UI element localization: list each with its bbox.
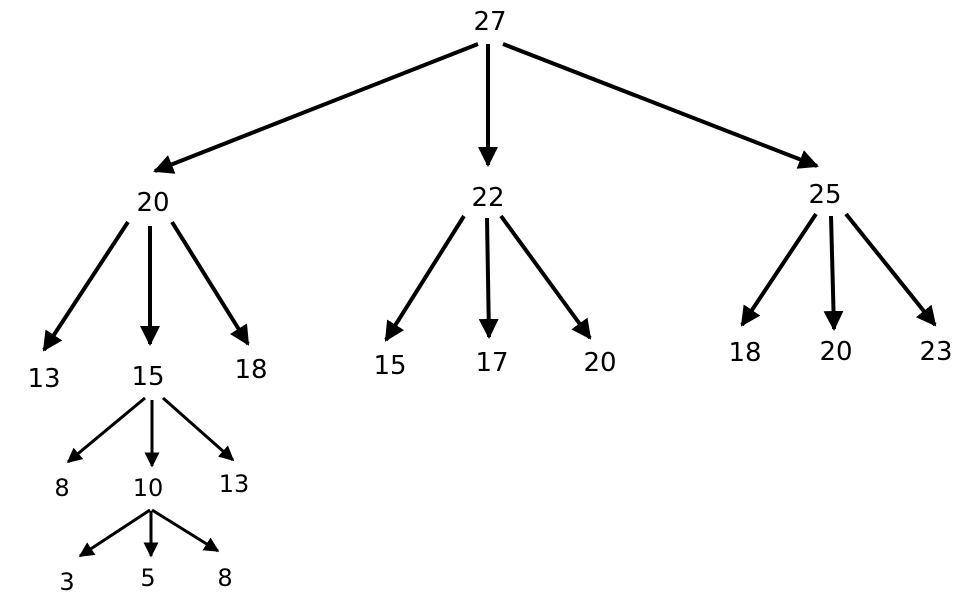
edge-15-to-13 <box>162 396 235 462</box>
node-17-middle: 17 <box>475 348 508 378</box>
node-18-left: 18 <box>234 355 267 385</box>
edge-25-to-23 <box>844 212 937 327</box>
node-root: 27 <box>473 7 506 37</box>
node-23-right: 23 <box>919 337 952 367</box>
edge-20-to-18 <box>170 220 250 346</box>
node-8-level4: 8 <box>217 564 232 592</box>
edge-20-to-13 <box>42 220 130 352</box>
node-15-left: 15 <box>131 362 164 392</box>
edge-10-to-3 <box>78 508 151 558</box>
node-25: 25 <box>808 180 841 210</box>
edge-10-to-8 <box>151 508 220 553</box>
node-5-level4: 5 <box>140 564 155 592</box>
edge-15-to-8 <box>66 396 146 464</box>
node-10-level3: 10 <box>133 474 164 502</box>
node-13-level3: 13 <box>219 470 250 498</box>
edges-root <box>153 42 819 174</box>
edges-level-3 <box>78 508 220 558</box>
edge-22-to-20 <box>499 214 592 340</box>
node-13-left: 13 <box>27 364 60 394</box>
node-15-middle: 15 <box>373 351 406 381</box>
edge-22-to-15 <box>384 214 466 342</box>
edges-level-1 <box>42 212 937 352</box>
node-20-middle: 20 <box>583 348 616 378</box>
node-labels: 27 20 22 25 13 15 18 15 17 20 18 20 23 8… <box>27 7 952 596</box>
edges-level-2 <box>66 396 235 468</box>
node-3-level4: 3 <box>59 568 74 596</box>
node-22: 22 <box>471 183 504 213</box>
node-18-right: 18 <box>728 338 761 368</box>
edge-25-to-18 <box>740 212 818 327</box>
edge-root-to-20 <box>153 42 479 174</box>
edge-22-to-17 <box>478 217 499 339</box>
node-20: 20 <box>136 188 169 218</box>
edge-25-to-20 <box>823 215 844 331</box>
node-20-right: 20 <box>819 337 852 367</box>
node-8-level3: 8 <box>54 474 69 502</box>
edge-root-to-25 <box>502 42 819 169</box>
